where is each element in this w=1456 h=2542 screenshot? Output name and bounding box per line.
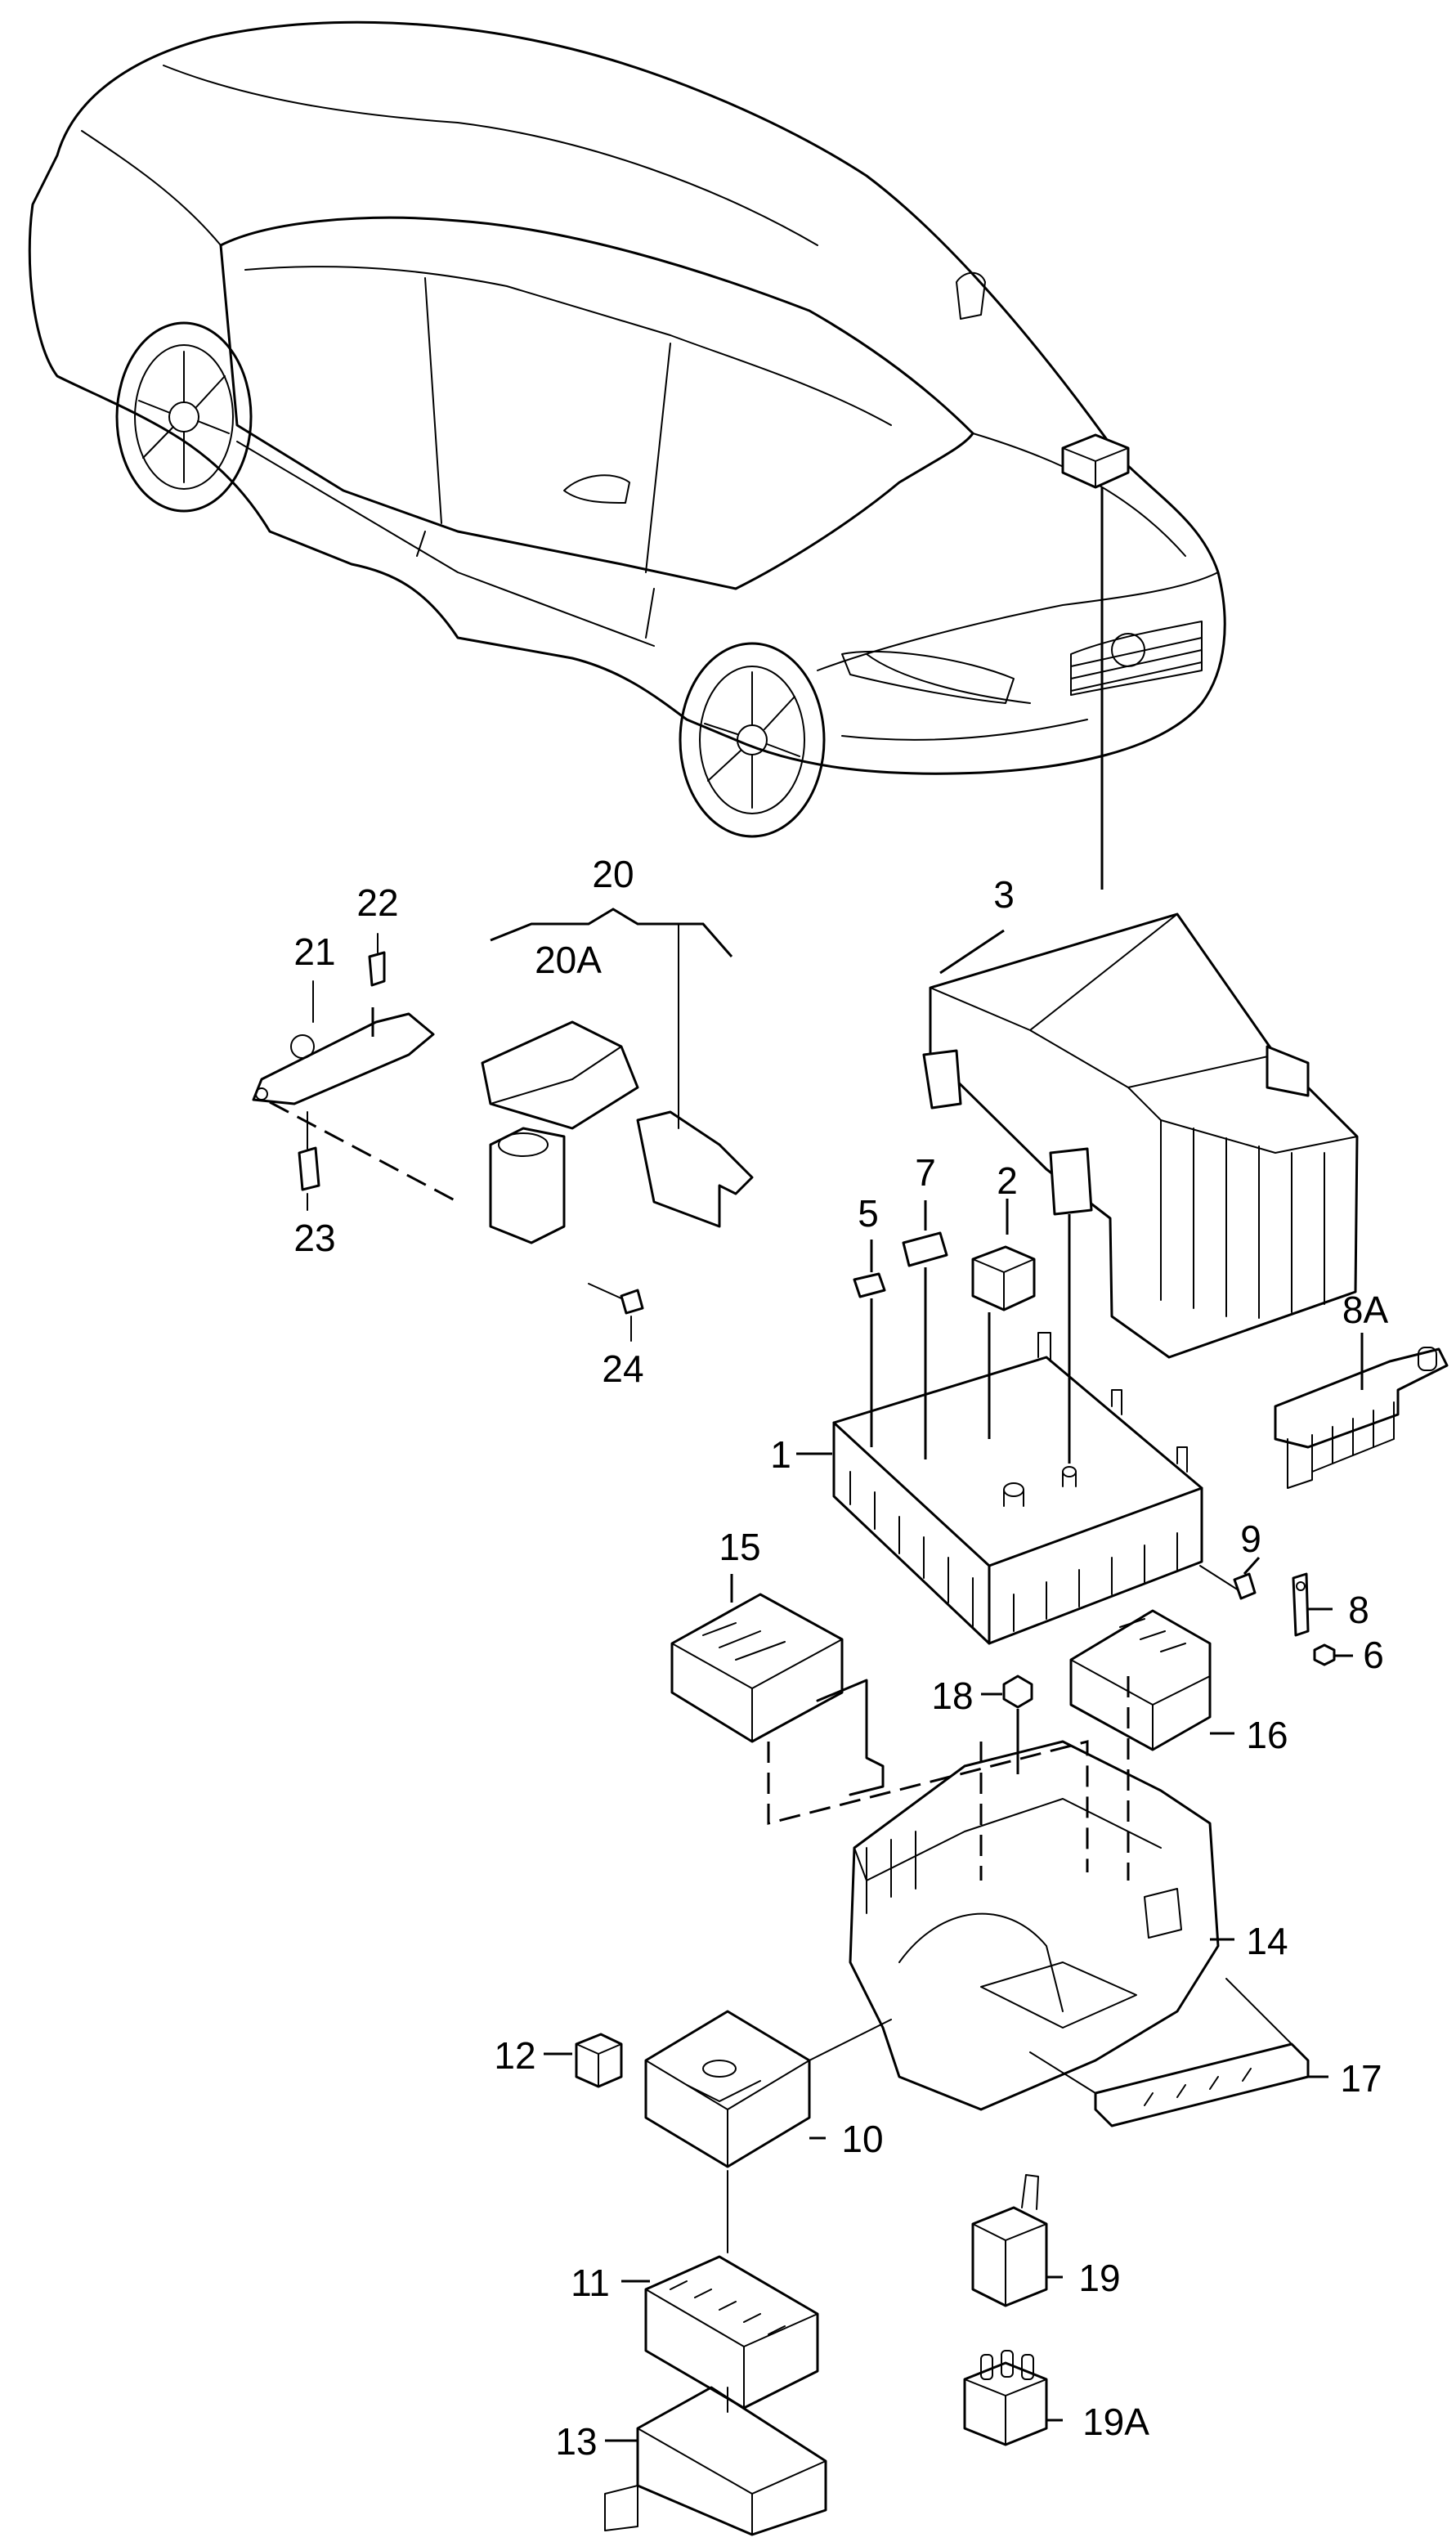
callout-12: 12 bbox=[494, 2034, 535, 2077]
part-8-terminal bbox=[1292, 1572, 1310, 1637]
callout-labels: 3 2 7 5 8A 1 9 8 6 15 18 16 14 12 17 10 … bbox=[293, 853, 1388, 2463]
part-14-carrier bbox=[849, 1740, 1220, 2111]
callout-6: 6 bbox=[1363, 1634, 1384, 1676]
part-21-bracket bbox=[252, 980, 435, 1105]
part-13-housing bbox=[604, 2386, 827, 2536]
part-23-bolt bbox=[298, 1111, 320, 1211]
callout-7: 7 bbox=[915, 1151, 936, 1194]
part-12-relay bbox=[544, 2033, 623, 2088]
callout-17: 17 bbox=[1340, 2057, 1382, 2100]
location-marker bbox=[1061, 433, 1130, 890]
part-15-cover bbox=[670, 1593, 885, 1796]
callout-21: 21 bbox=[293, 930, 335, 973]
callout-1: 1 bbox=[770, 1433, 791, 1476]
callout-8: 8 bbox=[1348, 1589, 1369, 1631]
callout-16: 16 bbox=[1246, 1714, 1288, 1756]
callout-3: 3 bbox=[993, 873, 1015, 916]
part-20A-bracket bbox=[481, 1020, 754, 1244]
callout-10: 10 bbox=[841, 2118, 883, 2160]
part-17-strip bbox=[1029, 1978, 1310, 2127]
callout-19: 19 bbox=[1078, 2257, 1120, 2299]
part-19A-relay bbox=[963, 2350, 1048, 2446]
callout-11: 11 bbox=[571, 2262, 610, 2304]
part-19-relay bbox=[971, 2174, 1048, 2307]
part-18-nut bbox=[1002, 1674, 1033, 1774]
part-24-bolt bbox=[588, 1283, 644, 1342]
callout-5: 5 bbox=[858, 1192, 879, 1235]
callout-13: 13 bbox=[555, 2420, 597, 2463]
part-7-fuse bbox=[902, 1231, 948, 1459]
car-illustration bbox=[28, 20, 1226, 838]
part-16-cover bbox=[1069, 1609, 1212, 1751]
callout-8A: 8A bbox=[1342, 1289, 1389, 1331]
callout-23: 23 bbox=[293, 1217, 335, 1259]
callout-22: 22 bbox=[356, 881, 398, 924]
part-10-relay-carrier bbox=[644, 2010, 892, 2168]
part-8A-busbar bbox=[1274, 1333, 1449, 1489]
callout-14: 14 bbox=[1246, 1920, 1288, 1962]
part-5-fuse bbox=[853, 1272, 886, 1447]
callout-18: 18 bbox=[931, 1674, 973, 1717]
part-1-box bbox=[832, 1332, 1203, 1645]
callout-20: 20 bbox=[592, 853, 634, 895]
part-20-bracket-group bbox=[490, 908, 733, 1129]
part-9-bolt bbox=[1199, 1565, 1257, 1600]
part-3-cover bbox=[922, 912, 1359, 1359]
leader-lines bbox=[371, 929, 1353, 2442]
callout-15: 15 bbox=[719, 1526, 760, 1568]
callout-20A: 20A bbox=[535, 939, 602, 981]
callout-24: 24 bbox=[602, 1347, 643, 1390]
callout-2: 2 bbox=[997, 1159, 1018, 1202]
part-11-relay-plate bbox=[644, 2170, 819, 2410]
part-22-screw bbox=[368, 933, 386, 987]
part-2-relay bbox=[971, 1245, 1036, 1439]
callout-9: 9 bbox=[1240, 1518, 1261, 1560]
assembly-lines bbox=[269, 1101, 1130, 1881]
callout-19A: 19A bbox=[1082, 2401, 1149, 2443]
part-6-nut bbox=[1313, 1643, 1336, 1666]
